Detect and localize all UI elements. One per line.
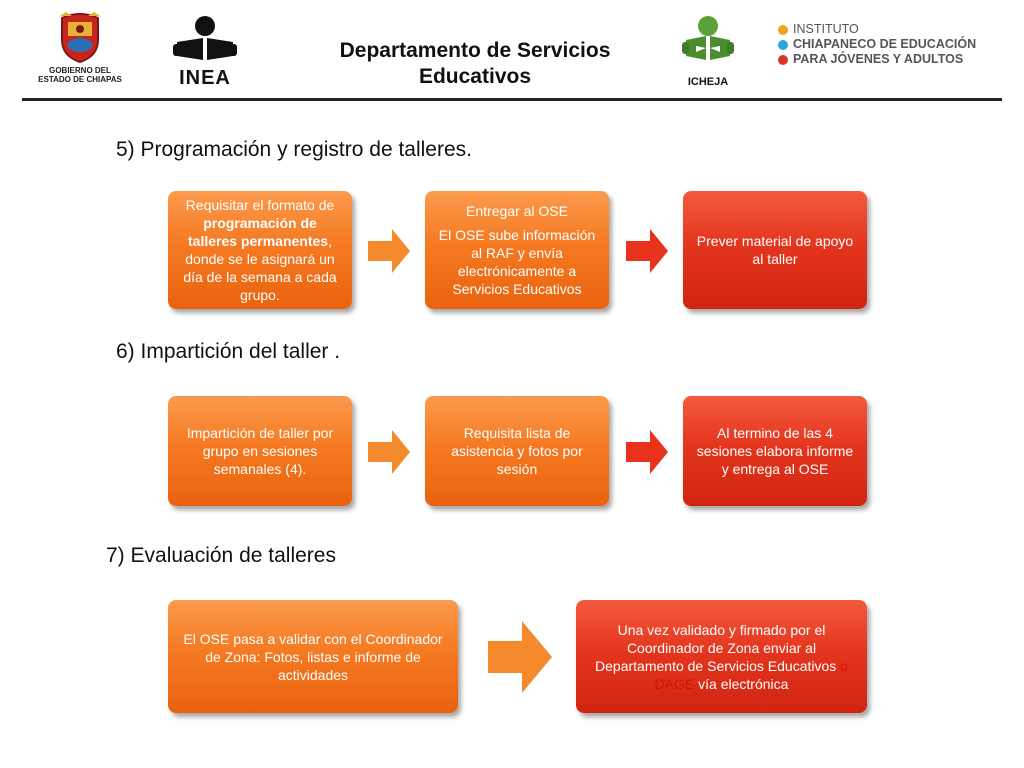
step-5-1-box: Requisitar el formato de programación de…	[168, 191, 352, 309]
step-6-1-box: Impartición de taller por grupo en sesio…	[168, 396, 352, 506]
step-5-1-pre: Requisitar el formato de	[185, 197, 335, 213]
step-5-3-text: Prever material de apoyo al taller	[696, 233, 854, 267]
gobierno-chiapas-logo: GOBIERNO DEL ESTADO DE CHIAPAS	[30, 12, 130, 90]
page-title: Departamento de Servicios Educativos	[300, 38, 650, 90]
instituto-line3-row: PARA JÓVENES Y ADULTOS	[778, 52, 1003, 67]
yellow-dot-icon	[778, 24, 788, 35]
step-7-1-text: El OSE pasa a validar con el Coordinador…	[183, 630, 443, 683]
step-7-2-highlight: o DAGE	[654, 657, 848, 692]
instituto-line2-row: CHIAPANECO DE EDUCACIÓN	[778, 37, 1003, 52]
page-title-line1: Departamento de Servicios	[339, 39, 611, 62]
step-7-2-post: vía electrónica	[698, 675, 789, 692]
gobierno-line2: ESTADO DE CHIAPAS	[38, 75, 122, 84]
step-7-2-pre: Una vez validado y firmado por el Coordi…	[595, 621, 841, 674]
step-6-2-box: Requisita lista de asistencia y fotos po…	[425, 396, 609, 506]
arrow-right-icon	[626, 430, 668, 474]
step-6-3-box: Al termino de las 4 sesiones elabora inf…	[683, 396, 867, 506]
section-5-heading: 5) Programación y registro de talleres.	[116, 138, 472, 161]
icheja-wordmark: ICHEJA	[687, 76, 729, 88]
step-5-1-bold: programación de talleres permanentes	[188, 215, 329, 249]
arrow-right-icon	[626, 229, 668, 273]
gobierno-caption: GOBIERNO DEL ESTADO DE CHIAPAS	[30, 66, 130, 84]
arrow-right-icon	[488, 621, 552, 693]
inea-logo: INEA	[168, 14, 242, 90]
instituto-line1-row: INSTITUTO	[778, 22, 1003, 37]
step-7-2-box: Una vez validado y firmado por el Coordi…	[576, 600, 867, 713]
arrow-right-icon	[368, 229, 410, 273]
step-5-2-box: Entregar al OSE El OSE sube información …	[425, 191, 609, 309]
instituto-logo: INSTITUTO CHIAPANECO DE EDUCACIÓN PARA J…	[778, 22, 1003, 78]
section-6-heading: 6) Impartición del taller .	[116, 340, 341, 363]
red-dot-icon	[778, 54, 788, 65]
blue-dot-icon	[778, 39, 788, 50]
coat-of-arms-icon	[60, 12, 100, 64]
step-6-3-text: Al termino de las 4 sesiones elabora inf…	[696, 425, 854, 477]
reader-icon	[173, 16, 237, 60]
step-5-2-line1: Entregar al OSE	[466, 203, 568, 219]
step-7-1-box: El OSE pasa a validar con el Coordinador…	[168, 600, 458, 713]
step-6-1-text: Impartición de taller por grupo en sesio…	[186, 425, 334, 477]
section-7-heading: 7) Evaluación de talleres	[106, 544, 336, 567]
step-5-1-post: , donde se le asignará un día de la sema…	[183, 233, 337, 303]
gobierno-line1: GOBIERNO DEL	[49, 66, 111, 75]
step-5-3-box: Prever material de apoyo al taller	[683, 191, 867, 309]
header-divider	[22, 98, 1002, 101]
step-6-2-text: Requisita lista de asistencia y fotos po…	[451, 425, 583, 477]
step-7-2-text: Una vez validado y firmado por el Coordi…	[586, 621, 857, 693]
step-5-1-text: Requisitar el formato de programación de…	[178, 196, 342, 304]
step-5-2-text: Entregar al OSE El OSE sube información …	[435, 202, 599, 298]
icheja-logo: ICHEJA	[674, 14, 742, 88]
page-title-line2: Educativos	[418, 65, 532, 88]
inea-wordmark: INEA	[179, 67, 231, 89]
instituto-line3: PARA JÓVENES Y ADULTOS	[793, 52, 964, 66]
instituto-line1: INSTITUTO	[793, 22, 859, 36]
icheja-reader-icon	[682, 16, 734, 60]
arrow-right-icon	[368, 430, 410, 474]
instituto-line2: CHIAPANECO DE EDUCACIÓN	[793, 37, 977, 51]
step-5-2-line2: El OSE sube información al RAF y envía e…	[438, 227, 596, 297]
